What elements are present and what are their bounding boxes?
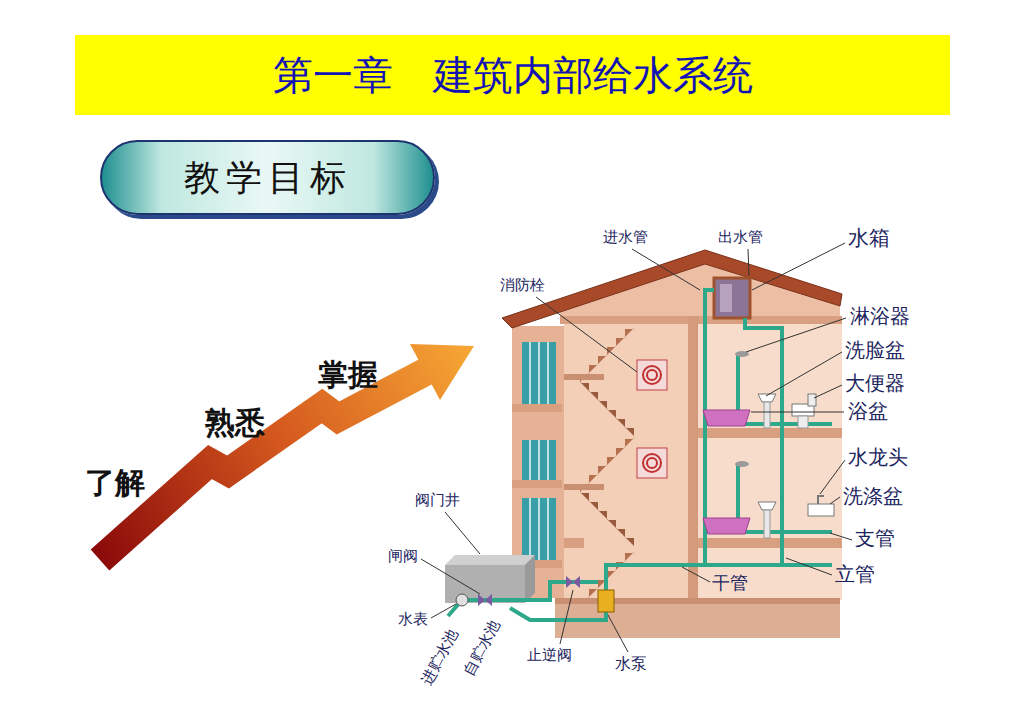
part-label: 进水管 [603, 230, 648, 245]
hydrant [647, 370, 657, 380]
fixtures [703, 410, 750, 426]
water-tank [714, 278, 750, 318]
valves [478, 594, 492, 606]
leader-lines [820, 460, 845, 494]
part-label: 大便器 [845, 373, 905, 393]
fixtures [764, 402, 770, 428]
progress-arrow [410, 344, 474, 400]
pipes [448, 290, 832, 620]
landing [564, 484, 604, 490]
pipes [745, 318, 782, 565]
pill-text: 教学目标 [184, 160, 352, 196]
part-label: 立管 [835, 564, 875, 584]
part-label: 洗脸盆 [845, 340, 905, 360]
level-label: 熟悉 [205, 408, 265, 438]
valves [566, 576, 580, 588]
part-label: 支管 [855, 528, 895, 548]
window-bars [530, 342, 548, 560]
landing [564, 374, 604, 380]
fixtures [703, 351, 834, 538]
title-text: 第一章 建筑内部给水系统 [273, 55, 753, 95]
leader-lines [608, 615, 628, 652]
fixtures [758, 502, 776, 510]
slab [560, 316, 842, 324]
leader-lines [746, 318, 846, 352]
roof [502, 250, 842, 328]
tank-shine [720, 284, 732, 312]
part-label: 消防栓 [500, 278, 545, 293]
leader-lines [814, 385, 842, 398]
fixtures [735, 461, 749, 467]
stair-flight [580, 320, 634, 382]
leader-lines [752, 243, 845, 290]
progress-arrow [100, 344, 474, 560]
level-label: 了解 [85, 468, 145, 498]
stair-flight [580, 484, 634, 546]
valve-pit [445, 555, 535, 565]
leader-lines [786, 558, 832, 575]
room [698, 316, 842, 600]
stair-flight [580, 374, 634, 436]
fixtures [798, 416, 808, 428]
leader-lines [682, 567, 710, 582]
hydrant [647, 458, 657, 468]
building [445, 250, 842, 638]
part-label: 水龙头 [848, 447, 908, 467]
fixtures [818, 496, 824, 504]
leader-lines [560, 590, 573, 644]
leader-lines [421, 243, 852, 652]
valves [456, 594, 468, 606]
part-label: 水泵 [615, 656, 647, 672]
leader-lines [536, 297, 637, 372]
slab [564, 538, 584, 548]
stair-flight [580, 430, 634, 492]
slab [690, 538, 842, 548]
fixtures [764, 510, 770, 538]
ledge [512, 404, 562, 412]
fixtures [808, 504, 834, 516]
hydrant [643, 366, 661, 384]
leader-lines [431, 604, 456, 618]
leader-lines [766, 352, 842, 396]
hydrant [643, 454, 661, 472]
pipes [448, 582, 598, 616]
leader-lines [751, 412, 844, 413]
valve-pit [525, 555, 535, 603]
leader-lines [421, 559, 480, 594]
title-bar: 第一章 建筑内部给水系统 [75, 35, 950, 115]
part-label: 水箱 [848, 228, 890, 249]
goal-pill: 教学目标 [100, 140, 435, 215]
part-label: 浴盆 [848, 401, 888, 421]
part-label: 自贮水池 [461, 618, 502, 678]
part-label: 干管 [712, 574, 748, 592]
leader-lines [748, 249, 749, 276]
ledge [512, 480, 562, 488]
pipes [510, 608, 606, 620]
part-label: 淋浴器 [850, 306, 910, 326]
fixtures [808, 394, 816, 406]
leader-lines [445, 512, 480, 554]
part-label: 闸阀 [388, 549, 418, 564]
slab [690, 428, 842, 438]
leader-lines [632, 249, 700, 290]
leader-lines [830, 533, 852, 540]
column [688, 316, 698, 598]
level-label: 掌握 [318, 360, 378, 390]
part-label: 水表 [398, 612, 428, 627]
leader-lines [830, 497, 840, 504]
progress-arrow [100, 371, 428, 561]
part-label: 进贮水池 [419, 627, 460, 687]
hydrant [637, 360, 667, 478]
part-label: 止逆阀 [527, 648, 572, 663]
hydrant [637, 360, 667, 390]
valves [598, 590, 614, 612]
part-label: 洗涤盆 [843, 486, 903, 506]
part-label: 阀门井 [415, 493, 460, 508]
part-label: 出水管 [718, 230, 763, 245]
hydrant [637, 448, 667, 478]
fixtures [703, 518, 750, 534]
